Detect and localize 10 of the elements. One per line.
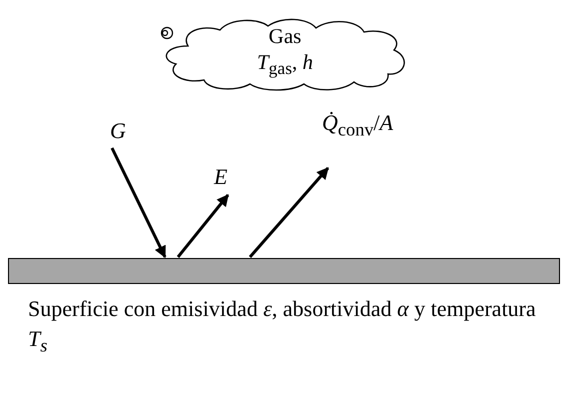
edge-label: G (110, 118, 126, 144)
arrow (248, 167, 330, 258)
surface-bar (8, 258, 560, 284)
arrow (110, 147, 166, 258)
edge-label: E (214, 164, 228, 190)
arrow (176, 194, 230, 258)
edge-label: Q̇$_{conv}$/A (322, 110, 394, 140)
node-sublabel: T$_{gas}$, h (257, 50, 313, 80)
surface-caption: Superficie con emisividad ε, absortividad α y temperatura T$_{s}$ (28, 295, 537, 358)
node-label: Gas (268, 24, 302, 48)
